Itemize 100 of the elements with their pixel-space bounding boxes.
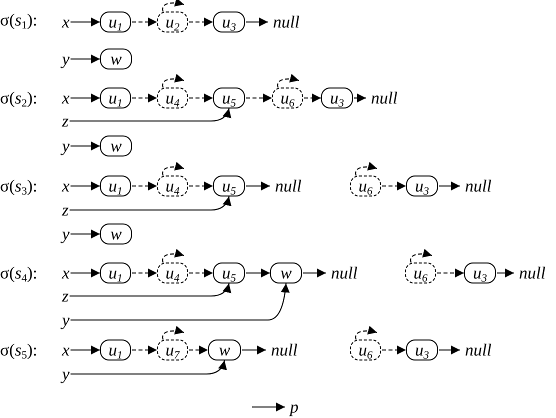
list-node: u$_{1}$ — [100, 12, 131, 32]
pointer-arrow — [304, 94, 321, 102]
state-label: σ(s$_{3}$): — [0, 178, 38, 194]
self-loop-arrow — [410, 249, 432, 263]
legend-label: p — [290, 398, 298, 416]
null-label: null — [268, 14, 300, 30]
pointer-arrow — [70, 230, 100, 238]
pointer-arrow — [70, 268, 100, 278]
pointer-variable: y — [62, 50, 70, 68]
null-label: null — [266, 342, 298, 358]
null-label: null — [460, 342, 492, 358]
list-node: w — [100, 224, 132, 244]
pointer-arrow — [70, 283, 231, 297]
pointer-arrow — [70, 283, 290, 321]
pointer-arrow — [70, 142, 100, 150]
pointer-arrow — [303, 268, 326, 278]
pointer-variable: y — [62, 226, 70, 242]
pointer-variable: y — [62, 138, 70, 154]
pointer-arrow — [439, 346, 460, 354]
list-node: u$_{5}$ — [213, 262, 245, 284]
pointer-arrow — [70, 54, 100, 64]
pointer-arrow — [246, 94, 272, 102]
freed-list-node: u$_{4}$ — [157, 262, 188, 284]
freed-list-node: u$_{6}$ — [405, 262, 436, 284]
null-label: null — [270, 178, 302, 194]
pointer-variable: y — [62, 366, 70, 382]
list-node: u$_{1}$ — [100, 340, 131, 360]
list-node: u$_{3}$ — [213, 12, 245, 32]
list-node: u$_{3}$ — [406, 340, 438, 360]
null-label: null — [460, 178, 492, 194]
pointer-arrow — [189, 346, 208, 354]
pointer-variable: x — [62, 342, 70, 358]
self-loop-arrow — [355, 162, 378, 176]
pointer-arrow — [382, 346, 406, 354]
list-node: w — [270, 262, 302, 284]
list-node: u$_{1}$ — [100, 88, 131, 108]
pointer-arrow — [497, 268, 514, 278]
pointer-arrow — [70, 346, 100, 354]
pointer-arrow — [132, 94, 157, 102]
list-node: u$_{5}$ — [213, 176, 245, 196]
pointer-variable: y — [62, 312, 70, 328]
freed-list-node: u$_{7}$ — [157, 340, 188, 360]
list-node: u$_{3}$ — [321, 88, 353, 108]
state-label: σ(s$_{2}$): — [0, 90, 38, 106]
list-node: w — [208, 340, 241, 360]
pointer-arrow — [246, 268, 270, 278]
pointer-arrow — [70, 360, 226, 375]
pointer-arrow — [70, 94, 100, 102]
null-label: null — [326, 264, 358, 282]
freed-list-node: u$_{4}$ — [157, 88, 188, 108]
pointer-arrow — [354, 94, 366, 102]
list-node: w — [100, 136, 132, 156]
pointer-arrow — [132, 346, 157, 354]
self-loop-arrow — [162, 326, 184, 340]
state-label: σ(s$_{1}$): — [0, 12, 38, 28]
pointer-arrow — [189, 94, 213, 102]
pointer-variable: x — [62, 14, 70, 30]
state-label: σ(s$_{4}$): — [0, 264, 38, 282]
list-node: u$_{3}$ — [464, 262, 496, 284]
self-loop-arrow — [162, 162, 184, 176]
null-label: null — [366, 90, 398, 106]
pointer-variable: z — [62, 202, 69, 218]
freed-list-node: u$_{2}$ — [157, 12, 188, 32]
pointer-arrow — [382, 182, 406, 190]
pointer-arrow — [132, 182, 157, 190]
pointer-variable: x — [62, 178, 70, 194]
pointer-arrow — [439, 182, 460, 190]
pointer-arrow — [70, 196, 231, 211]
pointer-variable: z — [62, 288, 69, 304]
pointer-arrow — [437, 268, 464, 278]
pointer-variable: z — [62, 112, 69, 130]
list-node: u$_{3}$ — [406, 176, 438, 196]
self-loop-arrow — [162, 249, 184, 263]
pointer-arrow — [246, 182, 270, 190]
list-node: u$_{1}$ — [100, 262, 131, 284]
self-loop-arrow — [162, 0, 184, 12]
self-loop-arrow — [162, 74, 184, 88]
pointer-arrow — [189, 268, 213, 278]
list-node: u$_{5}$ — [213, 88, 245, 108]
pointer-arrow — [132, 268, 157, 278]
pointer-arrow — [132, 18, 157, 26]
pointer-arrow — [70, 182, 100, 190]
pointer-arrow — [246, 18, 268, 26]
pointer-arrow — [70, 108, 231, 122]
pointer-variable: x — [62, 90, 70, 106]
freed-list-node: u$_{6}$ — [350, 176, 381, 196]
pointer-arrow — [189, 182, 213, 190]
null-label: null — [514, 264, 546, 282]
list-node: w — [100, 48, 132, 70]
pointer-arrow — [189, 18, 213, 26]
self-loop-arrow — [355, 326, 378, 340]
freed-list-node: u$_{6}$ — [350, 340, 381, 360]
list-node: u$_{1}$ — [100, 176, 131, 196]
state-label: σ(s$_{5}$): — [0, 342, 38, 358]
pointer-arrow — [70, 18, 100, 26]
freed-list-node: u$_{6}$ — [272, 88, 303, 108]
self-loop-arrow — [277, 74, 300, 88]
pointer-arrow — [242, 346, 266, 354]
pointer-variable: x — [62, 264, 70, 282]
freed-list-node: u$_{4}$ — [157, 176, 188, 196]
